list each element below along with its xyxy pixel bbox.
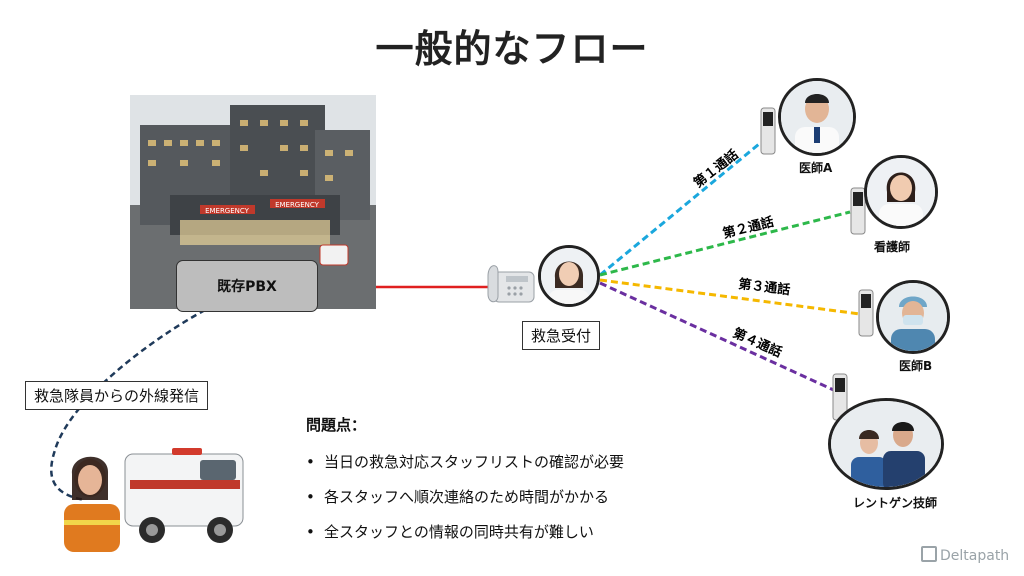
staff-name-radiology: レントゲン技師 — [853, 496, 938, 510]
staff-avatar-nurse — [864, 155, 938, 229]
logo-text: Deltapath — [940, 548, 1010, 564]
mobile-phone-icon — [856, 288, 876, 338]
list-item: • 全スタッフとの情報の同時共有が難しい — [306, 521, 624, 542]
problem-text: 当日の救急対応スタッフリストの確認が必要 — [324, 453, 625, 471]
staff-name-doctor-b: 医師B — [899, 359, 933, 373]
desk-phone-icon — [484, 258, 538, 308]
call-label-4: 第４通話 — [730, 325, 784, 361]
page-title: 一般的なフロー — [375, 27, 649, 71]
caller-pbx-dashed-line — [50, 308, 206, 502]
call-line-2 — [599, 210, 851, 277]
call-line-4 — [599, 281, 839, 394]
mobile-phone-icon — [848, 186, 868, 236]
bullet: • — [306, 488, 315, 506]
list-item: • 各スタッフへ順次連絡のため時間がかかる — [306, 486, 624, 507]
mobile-phone-icon — [758, 106, 778, 156]
call-label-1: 第１通話 — [691, 147, 742, 192]
call-line-3 — [599, 278, 861, 316]
hospital-image: EMERGENCY EMERGENCY — [130, 95, 376, 309]
emergency-sign-1: EMERGENCY — [205, 207, 250, 215]
ambulance-image — [60, 440, 250, 552]
call-label-3: 第３通話 — [738, 276, 792, 298]
staff-avatar-doctor-b — [876, 280, 950, 354]
staff-name-nurse: 看護師 — [874, 240, 911, 254]
staff-name-doctor-a: 医師A — [799, 161, 833, 175]
reception-avatar — [538, 245, 600, 307]
problem-list: • 当日の救急対応スタッフリストの確認が必要 • 各スタッフへ順次連絡のため時間がか… — [306, 451, 624, 542]
staff-avatar-doctor-a — [778, 78, 856, 156]
problem-text: 全スタッフとの情報の同時共有が難しい — [324, 523, 594, 541]
deltapath-logo: Deltapath — [921, 546, 1009, 564]
problem-text: 各スタッフへ順次連絡のため時間がかかる — [324, 488, 610, 506]
list-item: • 当日の救急対応スタッフリストの確認が必要 — [306, 451, 624, 472]
staff-avatar-radiology — [828, 398, 944, 490]
reception-label: 救急受付 — [522, 321, 601, 350]
bullet: • — [306, 523, 315, 541]
problems-section: 問題点： • 当日の救急対応スタッフリストの確認が必要 • 各スタッフへ順次連絡のた… — [306, 414, 624, 556]
emergency-sign-2: EMERGENCY — [275, 201, 320, 209]
logo-icon — [921, 546, 937, 562]
caller-label: 救急隊員からの外線発信 — [25, 381, 209, 410]
problems-title: 問題点： — [306, 416, 367, 434]
call-label-2: 第２通話 — [721, 214, 775, 242]
pbx-box: 既存PBX — [176, 260, 318, 312]
call-line-1 — [599, 133, 771, 277]
bullet: • — [306, 453, 315, 471]
